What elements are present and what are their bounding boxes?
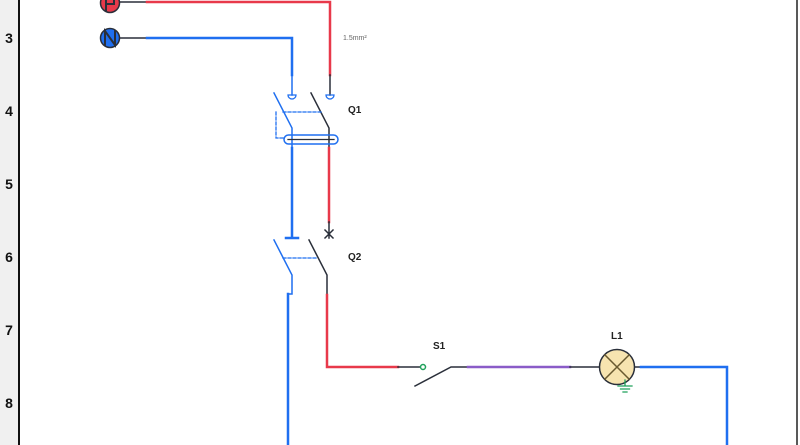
cable-size-label: 1.5mm² xyxy=(343,35,367,42)
l1-lamp[interactable] xyxy=(598,348,636,386)
neutral-to-lamp-wire[interactable] xyxy=(639,365,729,445)
s1-label: S1 xyxy=(433,341,446,352)
l1-label: L1 xyxy=(611,331,623,342)
q1-rcd-breaker[interactable] xyxy=(272,91,339,149)
row-number: 3 xyxy=(5,30,13,46)
phase-terminal[interactable] xyxy=(99,0,121,14)
neutral-terminal[interactable] xyxy=(99,27,121,49)
row-number: 8 xyxy=(5,395,13,411)
row-number: 6 xyxy=(5,249,13,265)
earth-icon xyxy=(617,379,633,393)
q2-breaker[interactable] xyxy=(272,238,328,296)
neutral-wire[interactable] xyxy=(145,36,294,77)
row-ruler: 3 4 5 6 7 8 xyxy=(0,0,20,445)
s1-switch[interactable] xyxy=(413,363,469,388)
q1-label: Q1 xyxy=(348,105,362,116)
phase-to-switch-wire[interactable] xyxy=(325,293,400,369)
row-number: 5 xyxy=(5,176,13,192)
q2-label: Q2 xyxy=(348,252,362,263)
row-number: 4 xyxy=(5,103,13,119)
row-number: 7 xyxy=(5,322,13,338)
phase-wire[interactable] xyxy=(145,0,332,77)
